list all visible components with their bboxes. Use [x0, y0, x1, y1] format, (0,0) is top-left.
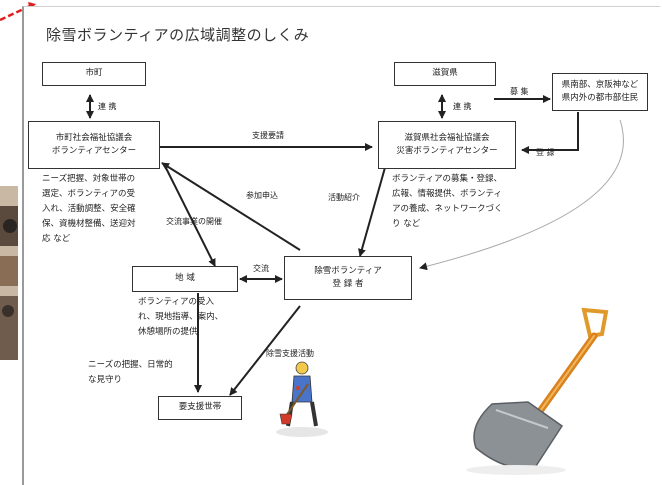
label-koryu: 交流 — [253, 264, 269, 273]
label-renkei-shiga: 連 携 — [453, 102, 472, 111]
page-title: 除雪ボランティアの広域調整のしくみ — [46, 26, 310, 44]
curve-outside-registrant — [419, 119, 624, 271]
note-city-council-role: ニーズ把握、対象世帯の 選定、ボランティアの受 入れ、活動調整、安全確 保、資機… — [42, 174, 136, 244]
arrow-katsudo-shokai — [358, 163, 387, 257]
snow-shoveler-illustration — [276, 361, 328, 437]
label-boshu: 募 集 — [510, 87, 529, 96]
note-shiga-council-role: ボランティアの募集・登録、 広報、情報提供、ボランティ アの養成、ネットワークづ… — [392, 174, 503, 229]
box-household: 要支援世帯 — [158, 396, 242, 420]
box-city: 市町 — [42, 62, 146, 86]
arrow-sanka — [161, 162, 301, 251]
label-koryu-jigyo: 交流事業の開催 — [166, 217, 222, 226]
note-area-watch: ニーズの把握、日常的 な見守り — [88, 360, 173, 385]
shovel-illustration — [466, 307, 609, 475]
arrow-toroku — [521, 112, 579, 154]
box-shiga-prefecture: 滋賀県 — [394, 62, 496, 86]
label-toroku: 登 録 — [536, 148, 555, 157]
box-shiga-council: 滋賀県社会福祉協議会 災害ボランティアセンター — [378, 121, 516, 169]
note-area-role: ボランティアの受入 れ、現地指導、案内、 休憩場所の提供 — [138, 297, 224, 337]
label-sanka-moshikomi: 参加申込 — [246, 191, 278, 200]
box-area: 地 域 — [132, 266, 238, 292]
box-city-council: 市町社会福祉協議会 ボランティアセンター — [28, 121, 160, 169]
label-josetsu-katsudo: 除雪支援活動 — [266, 349, 314, 358]
background-photo-strip — [0, 186, 18, 360]
arrow-josetsu — [229, 305, 301, 396]
label-shien-yosei: 支援要請 — [252, 131, 284, 140]
box-outside-residents: 県南部、京阪神など 県内外の都市部住民 — [552, 73, 648, 111]
box-registrant: 除雪ボランティア 登 録 者 — [284, 256, 412, 300]
label-renkei-city: 連 携 — [98, 102, 117, 111]
arrow-koryu-jigyo — [165, 167, 216, 267]
label-katsudo-shokai: 活動紹介 — [328, 193, 360, 202]
